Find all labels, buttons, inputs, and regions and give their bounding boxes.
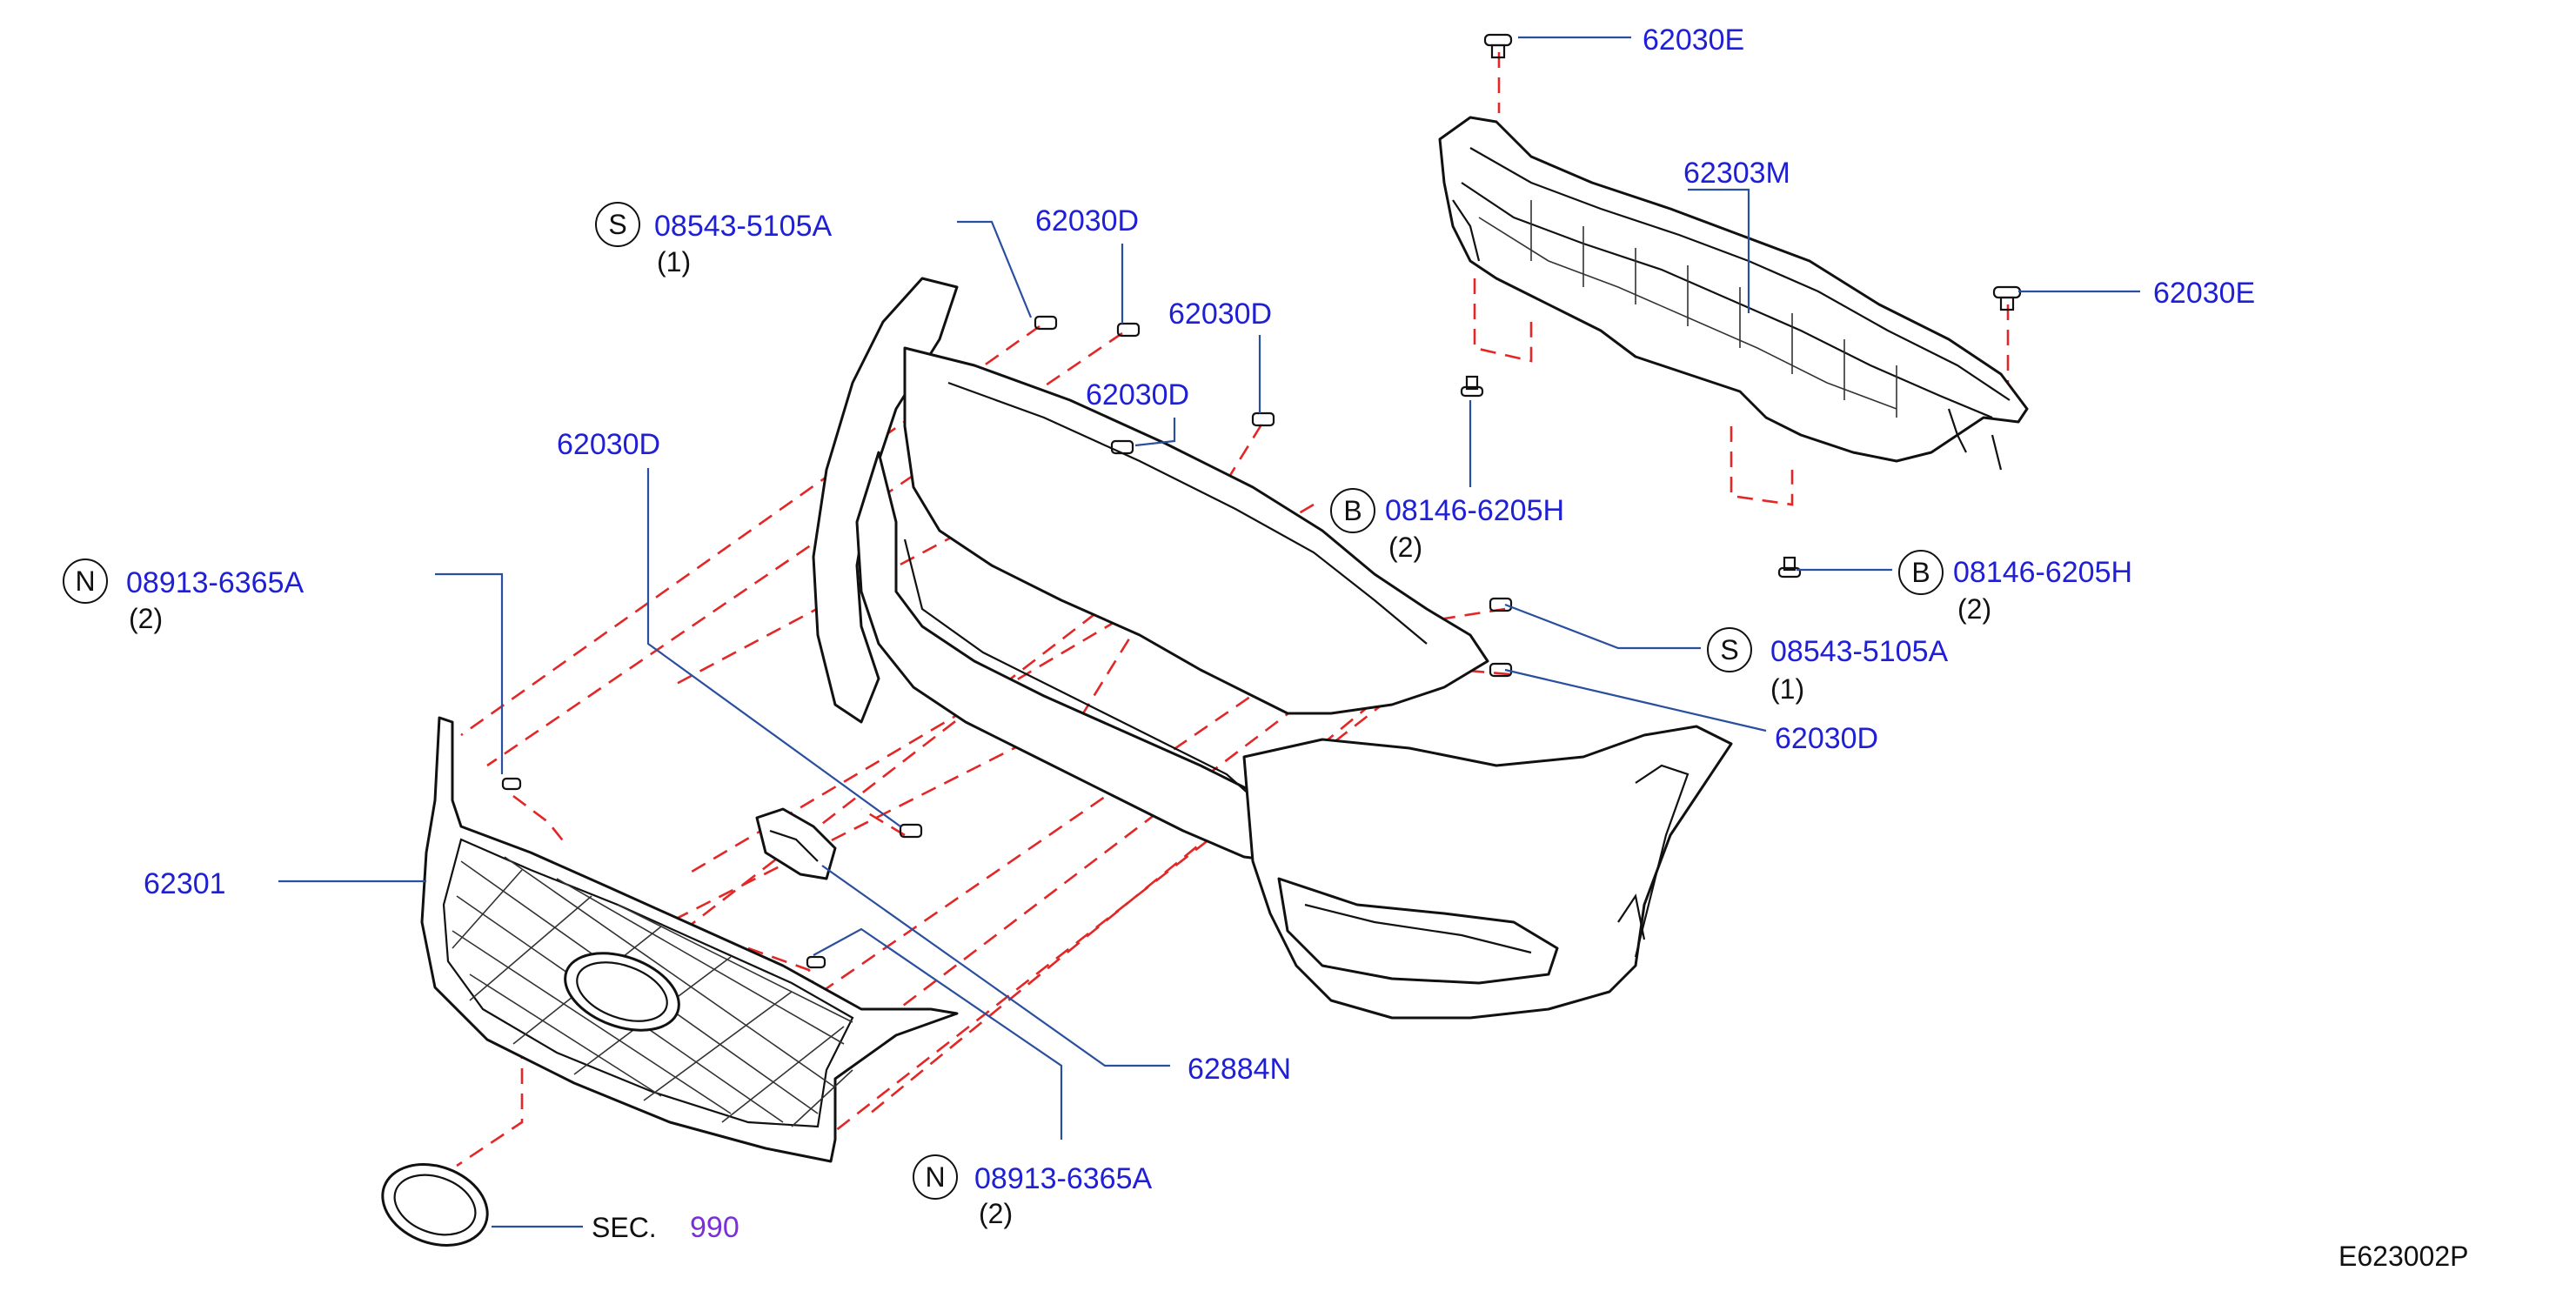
callout-08913-bottom: N 08913-6365A (2) [913, 1154, 1153, 1229]
label-62030e-top: 62030E [1643, 23, 1744, 57]
callout-08543-right: S 08543-5105A (1) [1707, 627, 1949, 705]
symbol-circle [595, 202, 640, 247]
label-62884n: 62884N [1188, 1053, 1291, 1086]
label-62030d-a: 62030D [1035, 204, 1139, 237]
label-62303m: 62303M [1683, 157, 1790, 190]
callout-08146-b: B 08146-6205H (2) [1898, 550, 2132, 625]
section-number-link[interactable]: 990 [690, 1211, 739, 1244]
quantity: (2) [1388, 532, 1422, 563]
symbol-letter: N [925, 1161, 945, 1193]
symbol-letter: N [75, 565, 95, 597]
diagram-code: E623002P [2338, 1241, 2468, 1272]
callout-08146-a: B 08146-6205H (2) [1330, 488, 1564, 563]
symbol-circle [913, 1154, 958, 1200]
emblem [381, 1163, 489, 1247]
symbol-circle [63, 559, 108, 604]
callout-08543-top: S 08543-5105A (1) [595, 202, 833, 278]
label-62030d-b: 62030D [1168, 298, 1272, 331]
symbol-circle [1898, 550, 1944, 595]
callout-08913-left: N 08913-6365A (2) [63, 559, 304, 634]
label-62030d-left: 62030D [557, 428, 660, 461]
part-number: 08146-6205H [1953, 556, 2132, 589]
symbol-circle [1330, 488, 1375, 533]
symbol-circle [1707, 627, 1752, 672]
label-62301: 62301 [144, 867, 226, 900]
section-prefix: SEC. [592, 1212, 657, 1243]
symbol-letter: S [1720, 634, 1738, 666]
callout-labels: 62030E 62303M 62030E B 08146-6205H (2) B… [63, 23, 2468, 1272]
quantity: (1) [657, 246, 691, 278]
quantity: (2) [979, 1198, 1013, 1229]
part-number: 08543-5105A [654, 210, 833, 243]
part-number: 08146-6205H [1385, 494, 1564, 527]
label-62030e-right: 62030E [2153, 277, 2255, 310]
section-reference: SEC. 990 [592, 1211, 739, 1244]
front-grille-62301 [420, 716, 959, 1163]
part-number: 08913-6365A [126, 566, 304, 599]
bracket-62884n [755, 807, 837, 880]
quantity: (2) [129, 603, 163, 634]
front-bumper-fascia [812, 277, 1733, 1020]
label-62030d-right: 62030D [1775, 722, 1878, 755]
quantity: (1) [1770, 673, 1804, 705]
part-number: 08543-5105A [1770, 635, 1949, 668]
part-number: 08913-6365A [974, 1162, 1153, 1195]
symbol-letter: B [1343, 495, 1362, 526]
symbol-letter: S [608, 209, 626, 240]
label-62030d-c: 62030D [1086, 378, 1189, 411]
leader-lines [278, 36, 2140, 1228]
quantity: (2) [1957, 593, 1991, 625]
symbol-letter: B [1911, 557, 1930, 588]
